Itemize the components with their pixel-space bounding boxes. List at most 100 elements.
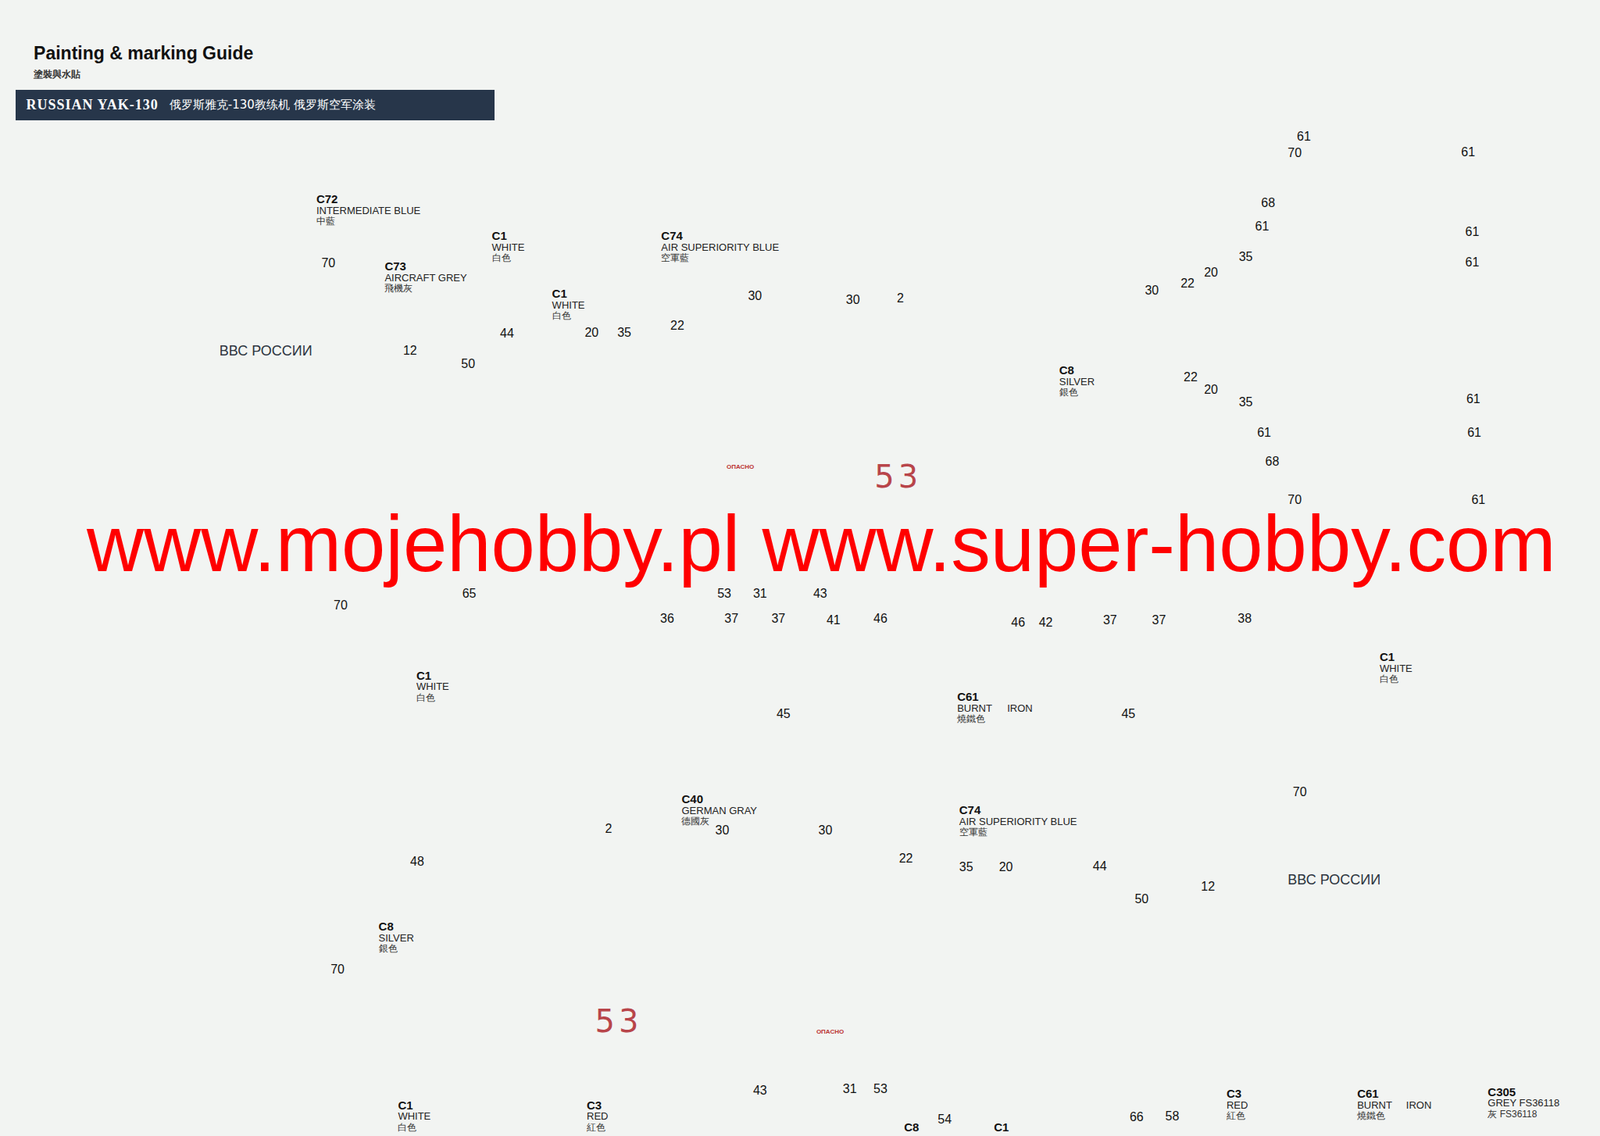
callout-number: 31 xyxy=(753,587,768,600)
callout-number: 12 xyxy=(1200,880,1215,893)
paint-code: C1 xyxy=(552,287,568,300)
callout-number: 53 xyxy=(873,1082,888,1096)
paint-code: C1 xyxy=(397,1099,413,1111)
warning-marking: ОПАСНО xyxy=(726,464,754,471)
paint-code: C3 xyxy=(586,1099,602,1111)
paint-name-chinese: 銀色 xyxy=(1059,387,1079,397)
paint-name: INTERMEDIATE BLUE xyxy=(316,205,421,216)
warning-marking: ОПАСНО xyxy=(816,1028,844,1036)
paint-name: WHITE xyxy=(416,681,450,692)
callout-number: 38 xyxy=(1237,612,1252,625)
paint-code: C1 xyxy=(1379,650,1395,663)
paint-name-chinese: 紅色 xyxy=(1226,1110,1246,1121)
callout-number: 70 xyxy=(1292,785,1308,799)
callout-number: 12 xyxy=(403,344,418,358)
callout-number: 22 xyxy=(1183,371,1198,384)
callout-number: 68 xyxy=(1265,455,1280,468)
callout-number: 50 xyxy=(1134,892,1149,906)
callout-number: 30 xyxy=(715,824,730,837)
callout-number: 20 xyxy=(1203,383,1218,397)
callout-number: 70 xyxy=(1287,146,1302,160)
callout-number: 43 xyxy=(753,1084,768,1097)
callout-number: 61 xyxy=(1296,130,1311,143)
paint-code: C305 xyxy=(1487,1085,1516,1098)
callout-number: 2 xyxy=(605,822,613,836)
paint-code: C72 xyxy=(316,192,339,205)
paint-code: C3 xyxy=(1226,1087,1242,1100)
paint-name: WHITE xyxy=(552,300,586,311)
callout-number: 37 xyxy=(1152,614,1167,627)
paint-name-chinese: 白色 xyxy=(552,310,572,321)
callout-number: 45 xyxy=(776,707,791,721)
callout-number: 50 xyxy=(460,357,475,371)
callout-number: 54 xyxy=(937,1113,952,1126)
title-chinese: 塗裝與水貼 xyxy=(33,69,81,79)
paint-code: C1 xyxy=(416,669,432,682)
paint-name: WHITE xyxy=(1379,663,1413,674)
paint-name-chinese: 灰 FS36118 xyxy=(1487,1109,1537,1119)
paint-name-chinese: 白色 xyxy=(492,253,511,263)
callout-number: 30 xyxy=(1144,284,1159,297)
callout-number: 20 xyxy=(584,326,599,340)
callout-number: 41 xyxy=(826,614,841,627)
callout-number: 53 xyxy=(717,587,732,600)
callout-number: 70 xyxy=(330,963,345,976)
aircraft-number: 53 xyxy=(874,460,922,493)
paint-name-chinese: 空軍藍 xyxy=(660,253,690,263)
paint-code: C74 xyxy=(660,229,683,242)
callout-number: 61 xyxy=(1465,256,1480,269)
paint-name: BURNT xyxy=(957,703,993,714)
paint-code: C40 xyxy=(681,792,704,805)
paint-name-chinese: 白色 xyxy=(416,692,436,703)
paint-name: WHITE xyxy=(492,242,525,253)
title-band: RUSSIAN YAK-130俄罗斯雅克-130教练机 俄罗斯空军涂装 xyxy=(15,89,496,121)
paint-name: SILVER xyxy=(378,932,415,943)
paint-name-chinese: 空軍藍 xyxy=(959,827,988,837)
paint-name-chinese: 德國灰 xyxy=(681,816,710,826)
paint-name-chinese: 銀色 xyxy=(378,943,398,954)
paint-name: GERMAN GRAY xyxy=(681,805,758,816)
paint-code: C8 xyxy=(903,1121,919,1133)
paint-name-chinese: 中藍 xyxy=(316,216,336,226)
callout-number: 36 xyxy=(660,612,675,625)
callout-number: 68 xyxy=(1260,196,1275,210)
paint-code: C74 xyxy=(959,803,982,816)
watermark: www.mojehobby.pl www.super-hobby.com xyxy=(86,503,1557,583)
aircraft-number: 53 xyxy=(594,1005,643,1037)
paint-code: C61 xyxy=(957,690,979,703)
callout-number: 30 xyxy=(818,824,833,837)
callout-number: 44 xyxy=(500,327,515,340)
paint-name: RED xyxy=(586,1110,608,1122)
callout-number: 65 xyxy=(462,587,477,600)
paint-name-chinese: 紅色 xyxy=(586,1122,606,1133)
paint-name: AIR SUPERIORITY BLUE xyxy=(660,242,779,253)
paint-name: WHITE xyxy=(397,1110,431,1122)
paint-name-chinese: 燒鐵色 xyxy=(957,714,986,724)
callout-number: 45 xyxy=(1121,707,1136,721)
callout-number: 61 xyxy=(1255,220,1270,233)
callout-number: 43 xyxy=(813,587,828,600)
paint-code: C73 xyxy=(384,260,407,272)
callout-number: 35 xyxy=(959,860,974,874)
callout-number: 66 xyxy=(1129,1110,1144,1124)
callout-number: 44 xyxy=(1092,860,1108,873)
callout-number: 22 xyxy=(670,319,685,333)
paint-name-chinese: 燒鐵色 xyxy=(1357,1110,1386,1121)
callout-number: 46 xyxy=(1010,616,1025,629)
callout-number: 35 xyxy=(1239,250,1254,264)
paint-name-chinese: 白色 xyxy=(1379,674,1399,684)
callout-number: 35 xyxy=(1239,396,1254,409)
callout-number: 20 xyxy=(999,860,1014,874)
callout-number: 22 xyxy=(1180,277,1195,290)
callout-number: 30 xyxy=(747,289,762,303)
callout-number: 46 xyxy=(873,612,888,625)
callout-number: 35 xyxy=(617,326,632,340)
callout-number: 61 xyxy=(1257,426,1272,440)
callout-number: 61 xyxy=(1460,146,1475,159)
callout-number: 70 xyxy=(333,599,348,612)
callout-number: 30 xyxy=(846,293,861,307)
paint-code: C1 xyxy=(492,229,508,242)
paint-name: GREY FS36118 xyxy=(1487,1097,1560,1108)
callout-number: 37 xyxy=(1103,614,1118,627)
callout-number: 48 xyxy=(410,855,425,868)
